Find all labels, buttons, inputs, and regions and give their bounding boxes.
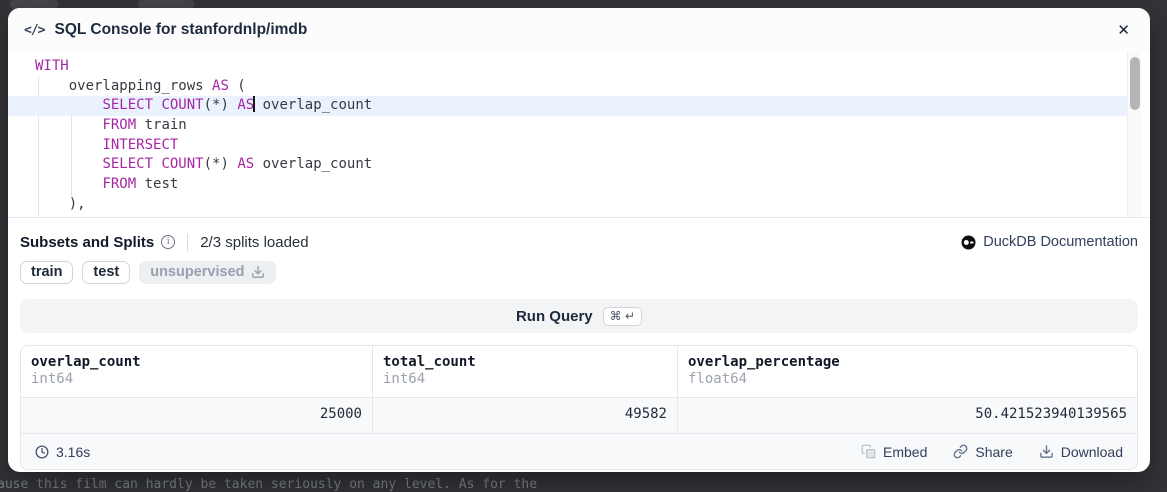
split-tag-test[interactable]: test bbox=[82, 261, 131, 284]
split-tag-label: train bbox=[31, 264, 63, 280]
sql-text: (*) bbox=[203, 156, 238, 173]
sql-text: overlap_count bbox=[254, 97, 373, 114]
run-query-label: Run Query bbox=[515, 307, 593, 325]
share-link-icon bbox=[953, 444, 968, 459]
code-line: ), bbox=[35, 195, 1127, 215]
code-icon: </> bbox=[24, 22, 46, 38]
sql-keyword: AS bbox=[237, 97, 255, 114]
background-dataset-text: ause this film can hardly be taken serio… bbox=[0, 477, 538, 492]
sql-text bbox=[35, 137, 102, 153]
sql-text: train bbox=[136, 117, 187, 134]
column-type: int64 bbox=[31, 371, 74, 387]
query-duration: 3.16s bbox=[35, 444, 90, 460]
editor-scrollbar[interactable] bbox=[1127, 52, 1141, 217]
sql-keyword: SELECT bbox=[102, 97, 154, 114]
sql-text: overlap_count bbox=[254, 156, 373, 173]
sql-text: ( bbox=[228, 77, 246, 94]
cell-total-count: 49582 bbox=[372, 398, 677, 433]
dialog-title: SQL Console for stanfordnlp/imdb bbox=[54, 21, 308, 38]
indent-guide bbox=[71, 97, 72, 196]
embed-icon bbox=[861, 444, 876, 459]
sql-keyword: AS bbox=[212, 77, 229, 94]
code-line: INTERSECT bbox=[35, 136, 1127, 156]
embed-button[interactable]: Embed bbox=[861, 444, 927, 460]
text-cursor bbox=[253, 96, 255, 113]
split-tag-train[interactable]: train bbox=[20, 261, 74, 284]
code-line: WITH bbox=[35, 57, 1127, 77]
sql-keyword: FROM bbox=[102, 117, 137, 134]
results-footer: 3.16s Embed bbox=[21, 433, 1137, 469]
table-row: 25000 49582 50.421523940139565 bbox=[21, 397, 1137, 433]
sql-keyword: FROM bbox=[102, 176, 137, 193]
split-tags: train test unsupervised bbox=[20, 261, 1138, 284]
background-element bbox=[138, 0, 194, 9]
code-line: SELECT COUNT(*) AS overlap_count bbox=[8, 96, 1127, 117]
scrollbar-thumb[interactable] bbox=[1130, 57, 1140, 110]
keyboard-shortcut-badge: ⌘ ↵ bbox=[602, 306, 643, 326]
sql-text bbox=[35, 176, 102, 192]
background-element bbox=[10, 0, 58, 9]
cell-overlap-percentage: 50.421523940139565 bbox=[677, 398, 1137, 433]
dialog-header: </> SQL Console for stanfordnlp/imdb ✕ bbox=[8, 8, 1150, 52]
column-header-overlap-count: overlap_count int64 bbox=[21, 346, 372, 397]
share-label: Share bbox=[975, 443, 1013, 460]
sql-keyword: INTERSECT bbox=[102, 136, 179, 153]
column-type: int64 bbox=[383, 371, 426, 387]
subsets-section: Subsets and Splits i 2/3 splits loaded D… bbox=[20, 232, 1138, 284]
run-query-button[interactable]: Run Query ⌘ ↵ bbox=[20, 299, 1138, 333]
sql-keyword: AS bbox=[237, 156, 255, 173]
column-header-total-count: total_count int64 bbox=[372, 346, 677, 397]
sql-keyword: WITH bbox=[35, 58, 69, 74]
duckdb-logo-icon bbox=[961, 235, 976, 250]
code-lines: WITH overlapping_rows AS ( SELECT COUNT(… bbox=[8, 52, 1127, 215]
duckdb-documentation-label: DuckDB Documentation bbox=[983, 234, 1138, 250]
sql-keyword: COUNT bbox=[161, 97, 204, 114]
splits-loaded-status: 2/3 splits loaded bbox=[200, 233, 309, 251]
column-name: overlap_count bbox=[31, 354, 141, 370]
footer-actions: Embed Share bbox=[861, 444, 1123, 460]
download-button[interactable]: Download bbox=[1039, 444, 1123, 460]
results-table: overlap_count int64 total_count int64 ov… bbox=[20, 345, 1138, 470]
download-icon bbox=[1039, 444, 1054, 459]
close-icon: ✕ bbox=[1117, 21, 1130, 39]
sql-text bbox=[35, 156, 102, 172]
column-type: float64 bbox=[688, 371, 748, 387]
sql-console-dialog: </> SQL Console for stanfordnlp/imdb ✕ W… bbox=[8, 8, 1150, 472]
cell-overlap-count: 25000 bbox=[319, 406, 362, 422]
sql-text bbox=[35, 97, 102, 113]
code-line: SELECT COUNT(*) AS overlap_count bbox=[35, 155, 1127, 175]
sql-keyword: SELECT bbox=[102, 156, 154, 173]
share-button[interactable]: Share bbox=[953, 443, 1013, 460]
split-tag-unsupervised[interactable]: unsupervised bbox=[139, 261, 276, 284]
split-tag-label: test bbox=[93, 264, 120, 280]
column-name: overlap_percentage bbox=[688, 354, 840, 370]
sql-text: (*) bbox=[203, 97, 238, 114]
duckdb-documentation-link[interactable]: DuckDB Documentation bbox=[961, 234, 1138, 250]
embed-label: Embed bbox=[883, 443, 928, 460]
info-icon[interactable]: i bbox=[161, 235, 176, 249]
column-header-overlap-percentage: overlap_percentage float64 bbox=[677, 346, 1137, 397]
sql-text: ), bbox=[35, 195, 86, 212]
code-line: FROM train bbox=[35, 116, 1127, 136]
duration-value: 3.16s bbox=[56, 443, 91, 460]
sql-editor[interactable]: WITH overlapping_rows AS ( SELECT COUNT(… bbox=[8, 52, 1150, 218]
indent-guide bbox=[38, 77, 39, 216]
split-tag-label: unsupervised bbox=[150, 264, 245, 280]
code-line: FROM test bbox=[35, 175, 1127, 195]
sql-text: overlapping_rows bbox=[35, 77, 213, 94]
sql-text bbox=[35, 117, 102, 133]
download-label: Download bbox=[1060, 443, 1123, 460]
column-name: total_count bbox=[383, 354, 476, 370]
subsets-title: Subsets and Splits bbox=[20, 233, 155, 251]
code-line: overlapping_rows AS ( bbox=[35, 77, 1127, 97]
sql-text: test bbox=[136, 176, 179, 193]
sql-keyword: COUNT bbox=[161, 156, 204, 173]
clock-icon bbox=[35, 445, 49, 459]
download-icon bbox=[251, 265, 265, 279]
divider bbox=[187, 233, 189, 251]
close-button[interactable]: ✕ bbox=[1113, 19, 1134, 42]
results-header-row: overlap_count int64 total_count int64 ov… bbox=[21, 346, 1137, 397]
